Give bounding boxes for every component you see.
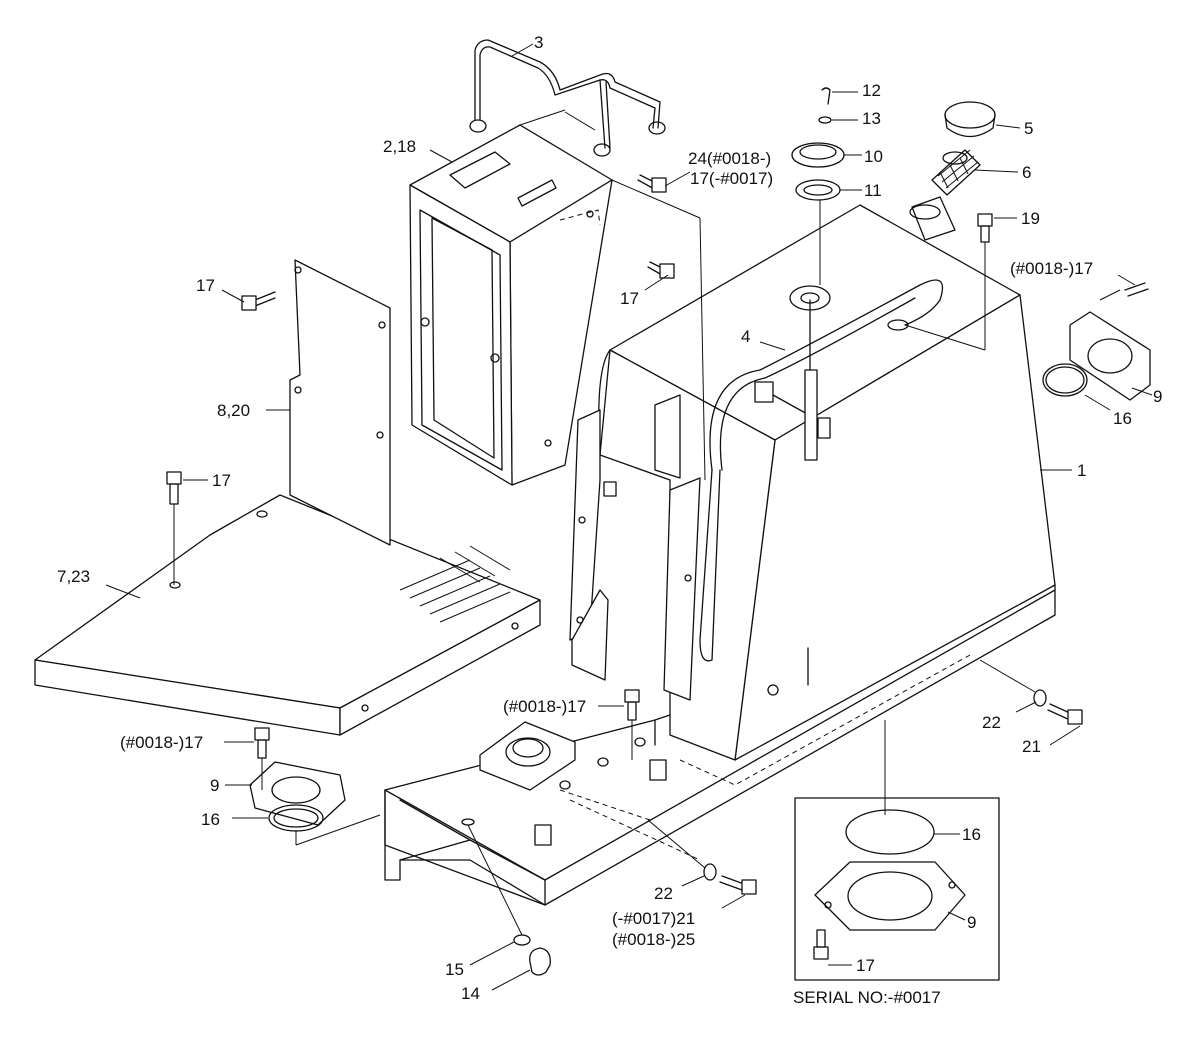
filter-parts — [931, 101, 996, 196]
callout-17-lower-left: (#0018-)17 — [120, 733, 203, 752]
cover-plate — [289, 259, 391, 546]
callout-7-23: 7,23 — [57, 567, 90, 586]
callout-5: 5 — [1024, 119, 1033, 138]
bolt-17-lower-left — [254, 727, 270, 759]
callout-10: 10 — [864, 147, 883, 166]
handle — [469, 39, 666, 157]
callout-13: 13 — [862, 109, 881, 128]
callout-15: 15 — [445, 960, 464, 979]
callout-22-bottom: 22 — [654, 884, 673, 903]
callout-11: 11 — [864, 181, 882, 200]
callout-24-top: 24(#0018-) — [688, 149, 771, 168]
callout-9-inset: 9 — [967, 913, 976, 932]
callout-2-18: 2,18 — [383, 137, 416, 156]
callout-14: 14 — [461, 984, 480, 1003]
gauge-parts — [791, 87, 845, 285]
callout-21-bottom: (-#0017)21 — [612, 909, 695, 928]
callout-17-mid: 17 — [620, 289, 639, 308]
callout-17-left: 17 — [196, 276, 215, 295]
callout-22-right: 22 — [982, 713, 1001, 732]
bolt-17-mid — [647, 261, 675, 279]
bolt-19 — [977, 213, 993, 243]
callout-labels: 1 2,18 3 4 5 6 7,23 8,20 9 9 9 10 11 12 … — [57, 33, 1162, 1007]
drain-plug — [513, 934, 551, 976]
callout-17-inset: 17 — [856, 956, 875, 975]
callout-4: 4 — [741, 327, 750, 346]
bolt-17-plate — [166, 471, 182, 505]
callout-8-20: 8,20 — [217, 401, 250, 420]
callout-25-bottom: (#0018-)25 — [612, 930, 695, 949]
tank-brackets — [569, 394, 701, 701]
callout-16-left: 16 — [201, 810, 220, 829]
callout-12: 12 — [862, 81, 881, 100]
left-flange — [249, 761, 346, 832]
base-flange — [479, 721, 576, 791]
callout-17-plate: 17 — [212, 471, 231, 490]
leaders — [173, 111, 1036, 936]
right-flange — [1042, 282, 1151, 401]
bolt-17-left — [241, 291, 276, 311]
inset-box — [794, 797, 1000, 981]
callout-16-inset: 16 — [962, 825, 981, 844]
bolt-17-center — [624, 689, 640, 721]
callout-21-right: 21 — [1022, 737, 1041, 756]
callout-17-top: 17(-#0017) — [690, 169, 773, 188]
serial-note: SERIAL NO:-#0017 — [793, 988, 941, 1007]
step-plate — [34, 494, 541, 736]
callout-17-center: (#0018-)17 — [503, 697, 586, 716]
callout-9-right: 9 — [1153, 387, 1162, 406]
callout-17-right: (#0018-)17 — [1010, 259, 1093, 278]
callout-3: 3 — [534, 33, 543, 52]
callout-9-left: 9 — [210, 776, 219, 795]
callout-16-right: 16 — [1113, 409, 1132, 428]
callout-19: 19 — [1021, 209, 1040, 228]
box-cover — [409, 109, 706, 486]
bolt-21-bottom — [703, 863, 757, 895]
callout-6: 6 — [1022, 163, 1031, 182]
bolts — [166, 174, 1083, 895]
bolt-17-top — [637, 174, 667, 193]
bolt-21-right — [1033, 689, 1083, 725]
callout-1: 1 — [1077, 461, 1086, 480]
